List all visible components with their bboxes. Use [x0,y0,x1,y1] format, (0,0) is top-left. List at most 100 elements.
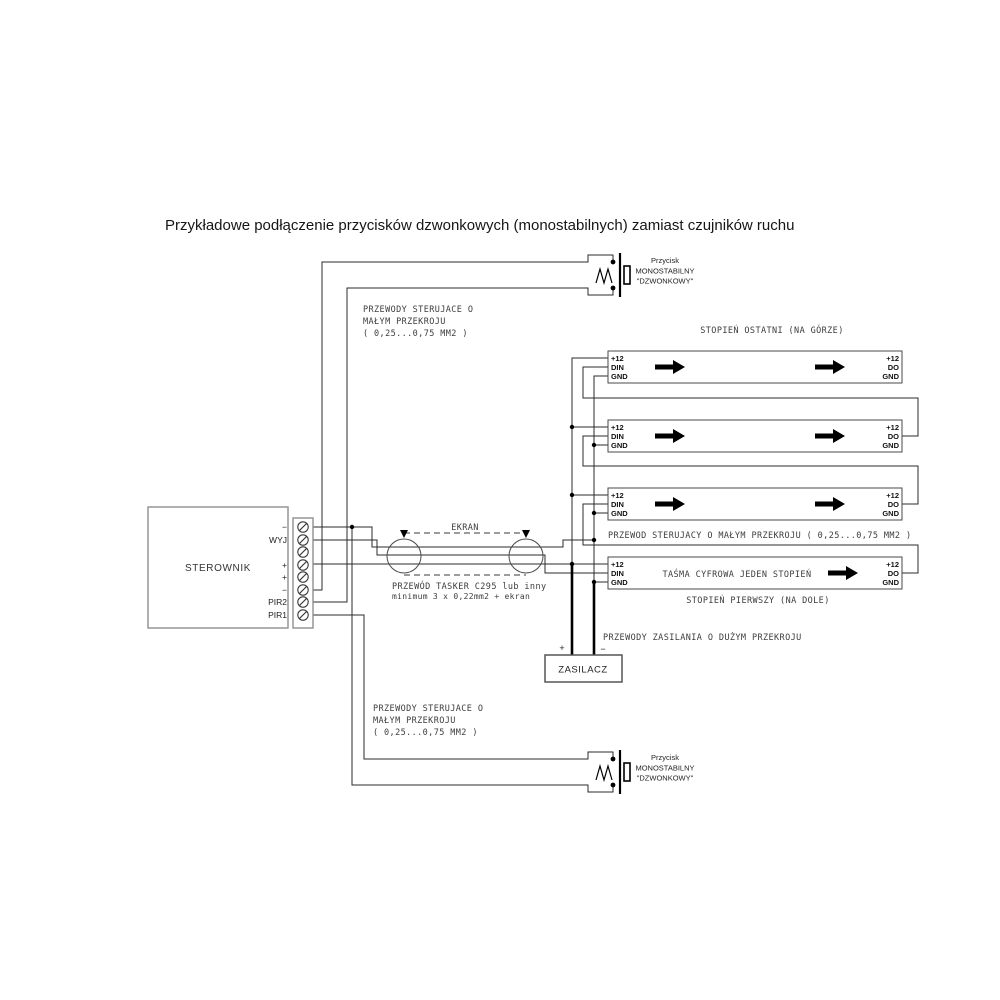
screw-terminal [297,609,309,621]
push-button-icon [595,253,631,297]
direction-arrow-icon [815,497,845,511]
pin-label: +12 [611,354,624,363]
led-strip-4: +12 DIN GND +12 DO GND TAŚMA CYFROWA JED… [607,556,903,590]
controller-box [147,506,289,629]
screw-terminal [297,571,309,583]
direction-arrow-icon [655,429,685,443]
terminal-label-pir1: PIR1 [268,610,287,620]
pin-label: GND [611,372,628,381]
pin-label: GND [611,578,628,587]
chain-strip4-to-strip3 [582,503,919,574]
screw-terminal [297,559,309,571]
power-wires-note: PRZEWODY ZASILANIA O DUŻYM PRZEKROJU [603,632,802,643]
page-title: Przykładowe podłączenie przycisków dzwon… [165,217,794,234]
pin-label: +12 [611,423,624,432]
pin-label: +12 [611,560,624,569]
shield-arrow-left [400,530,408,538]
screw-terminal [297,546,309,558]
strip-bottom-caption: STOPIEŃ PIERWSZY (NA DOLE) [686,594,829,606]
cable-note-line2: minimum 3 x 0,22mm2 + ekran [392,592,530,601]
pin-label: DIN [611,569,624,578]
screw-terminal [297,534,309,546]
wire-wyj-cable [309,539,608,574]
psu-box [544,654,623,683]
led-strip-2: +12 DIN GND +12 DO GND [607,419,903,453]
pin-label: GND [882,509,899,518]
direction-arrow-icon [655,497,685,511]
wire-pir2-top-button [309,287,614,603]
psu-label: ZASILACZ [558,665,607,676]
junction-dots [349,424,597,585]
gnd-bus [593,375,608,582]
push-button-top: Przycisk MONOSTABILNY "DZWONKOWY" [595,253,695,297]
control-wire-note-bottom: PRZEWODY STERUJACE O MAŁYM PRZEKROJU ( 0… [373,704,483,738]
note-line: MAŁYM PRZEKROJU [363,317,446,327]
psu-minus-label: − [600,644,605,654]
button-label-line2: MONOSTABILNY [635,267,694,276]
control-wire-note-right: PRZEWOD STERUJACY O MAŁYM PRZEKROJU ( 0,… [608,531,911,541]
note-line: ( 0,25...0,75 MM2 ) [373,728,478,738]
strip-top-caption: STOPIEŃ OSTATNI (NA GÓRZE) [700,324,843,336]
cable-cross-section-left [386,538,422,574]
direction-arrow-icon [815,360,845,374]
pin-label: DO [888,569,899,578]
pin-label: DO [888,432,899,441]
terminal-screws [297,521,309,621]
terminal-labels: − WYJ + + − PIR2 PIR1 [268,522,287,620]
terminal-label-pir2: PIR2 [268,597,287,607]
pin-label: +12 [886,491,899,500]
pin-label: +12 [886,560,899,569]
push-button-icon [595,750,631,794]
note-line: PRZEWODY STERUJACE O [363,305,473,315]
direction-arrow-icon [815,429,845,443]
plus12-bus [571,357,608,564]
pin-label: +12 [886,423,899,432]
button-label-line3: "DZWONKOWY" [637,774,694,783]
terminal-label-minus2: − [282,585,287,595]
terminal-label-plus1: + [282,560,287,570]
pin-label: GND [882,372,899,381]
terminal-label-wyj: WYJ [269,535,287,545]
psu-plus-label: + [559,643,564,653]
button-label-line3: "DZWONKOWY" [637,277,694,286]
button-label-line2: MONOSTABILNY [635,764,694,773]
pin-label: +12 [611,491,624,500]
note-line: PRZEWODY STERUJACE O [373,704,483,714]
screw-terminal [297,596,309,608]
wire-gnd-cable [309,526,594,548]
wire-minus-bottom-button [351,527,614,793]
pin-label: +12 [886,354,899,363]
wire-minus-top-button [309,254,614,591]
pin-label: DIN [611,432,624,441]
terminal-label-plus2: + [282,572,287,582]
shielded-cable: EKRAN PRZEWÓD TASKER C295 lub inny minim… [386,523,546,601]
pin-label: GND [611,441,628,450]
note-line: MAŁYM PRZEKROJU [373,716,456,726]
wire-pir1-bottom-button [309,614,614,760]
shield-label: EKRAN [451,523,479,533]
direction-arrow-icon [655,360,685,374]
pin-label: GND [882,441,899,450]
direction-arrow-icon [828,566,858,580]
shield-arrow-right [522,530,530,538]
pin-label: DIN [611,363,624,372]
chain-strip2-to-strip1 [582,366,919,437]
button-label-line1: Przycisk [651,753,679,762]
pin-label: GND [611,509,628,518]
pin-label: GND [882,578,899,587]
strip4-label: TAŚMA CYFROWA JEDEN STOPIEŃ [663,568,812,580]
wires [309,254,919,793]
power-supply: PRZEWODY ZASILANIA O DUŻYM PRZEKROJU ZAS… [544,632,802,683]
push-button-bottom: Przycisk MONOSTABILNY "DZWONKOWY" [595,750,695,794]
controller: STEROWNIK − WYJ + + − PIR2 PIR1 [147,506,314,629]
screw-terminal [297,521,309,533]
screw-terminal [297,584,309,596]
cable-cross-section-right [508,538,544,574]
led-strips: STOPIEŃ OSTATNI (NA GÓRZE) +12 DIN GND +… [607,324,911,606]
control-wire-note-top: PRZEWODY STERUJACE O MAŁYM PRZEKROJU ( 0… [363,305,473,339]
note-line: ( 0,25...0,75 MM2 ) [363,329,468,339]
chain-strip3-to-strip2 [582,435,919,505]
controller-label: STEROWNIK [185,563,251,574]
